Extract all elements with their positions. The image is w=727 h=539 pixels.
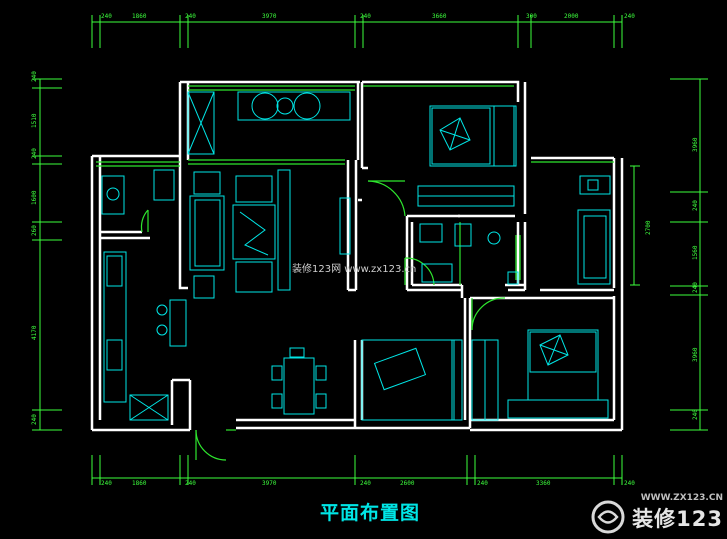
center-watermark: 装修123网 www.zx123.cn <box>292 262 416 275</box>
dim-top-7: 300 <box>526 13 537 20</box>
top-dimension-chain <box>91 15 623 48</box>
plan-title: 平面布置图 <box>319 502 420 524</box>
dim-left-3: 240 <box>31 148 38 159</box>
dim-bottom-9: 240 <box>624 480 635 487</box>
dim-bottom-4: 3970 <box>262 480 277 487</box>
dim-bottom-2: 1860 <box>132 480 147 487</box>
dim-top-9: 240 <box>624 13 635 20</box>
dim-bottom-7: 240 <box>477 480 488 487</box>
dim-right-inner: 2700 <box>645 220 652 235</box>
bottom-dimension-labels: 240 1860 240 3970 240 2600 240 3360 240 <box>101 480 635 487</box>
dim-top-3: 240 <box>185 13 196 20</box>
left-dimension-labels: 240 1510 240 1600 260 4170 240 <box>31 71 38 425</box>
walls <box>90 80 624 432</box>
bottom-dimension-chain <box>91 455 623 485</box>
furniture <box>101 91 611 421</box>
dim-left-5: 260 <box>31 225 38 236</box>
right-dimension-chain <box>630 78 708 431</box>
left-dimension-chain <box>32 78 62 431</box>
dim-bottom-6: 2600 <box>400 480 415 487</box>
dim-top-4: 3970 <box>262 13 277 20</box>
dim-right-1: 3960 <box>692 137 699 152</box>
dim-left-1: 240 <box>31 71 38 82</box>
dim-bottom-1: 240 <box>101 480 112 487</box>
dim-top-5: 240 <box>360 13 371 20</box>
right-dimension-labels: 3960 240 1560 240 3960 240 2700 <box>645 137 699 420</box>
dim-right-6: 240 <box>692 409 699 420</box>
dim-right-5: 3960 <box>692 347 699 362</box>
dim-left-7: 240 <box>31 414 38 425</box>
dim-bottom-5: 240 <box>360 480 371 487</box>
dim-left-6: 4170 <box>31 325 38 340</box>
dim-bottom-8: 3360 <box>536 480 551 487</box>
doors <box>140 180 506 461</box>
brand-url[interactable]: WWW.ZX123.CN <box>640 493 723 503</box>
dim-right-3: 1560 <box>692 245 699 260</box>
dim-top-1: 240 <box>101 13 112 20</box>
top-dimension-labels: 240 1860 240 3970 240 3660 300 2000 240 <box>101 13 635 20</box>
dim-left-4: 1600 <box>31 190 38 205</box>
brand-logo-icon <box>591 500 625 534</box>
brand-name: 装修123 <box>632 507 723 531</box>
dim-right-2: 240 <box>692 200 699 211</box>
dim-top-8: 2000 <box>564 13 579 20</box>
dim-top-6: 3660 <box>432 13 447 20</box>
dim-left-2: 1510 <box>31 113 38 128</box>
dim-bottom-3: 240 <box>185 480 196 487</box>
dim-top-2: 1860 <box>132 13 147 20</box>
dim-right-4: 240 <box>692 282 699 293</box>
